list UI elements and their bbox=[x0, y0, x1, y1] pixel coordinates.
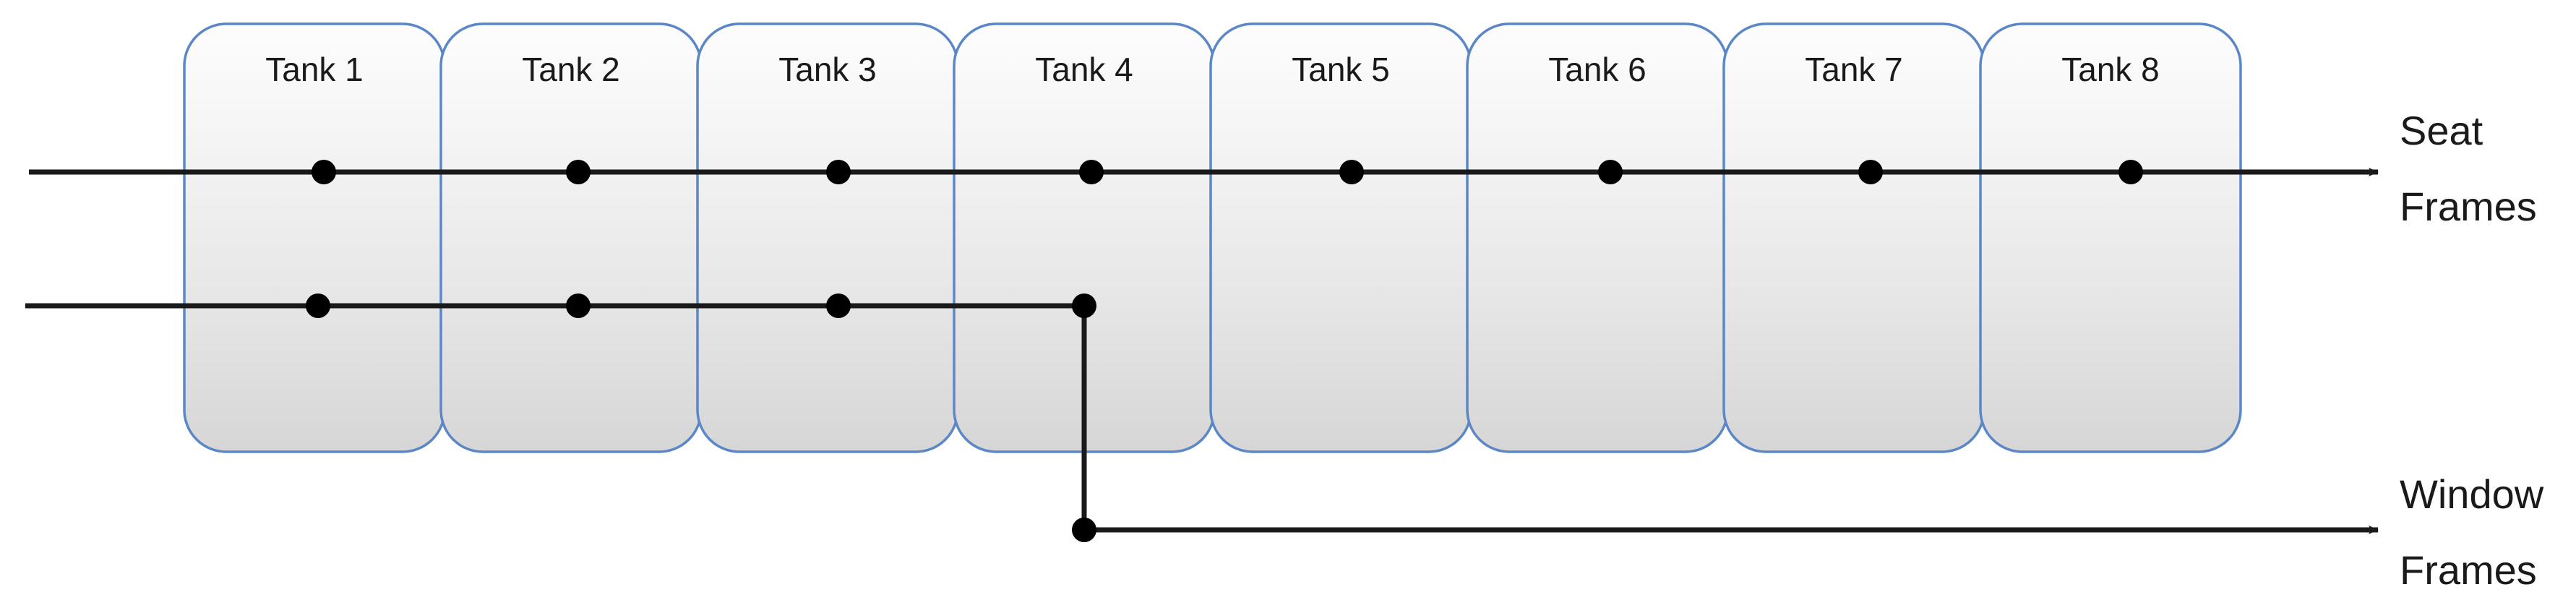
flow-node[interactable] bbox=[1079, 160, 1104, 184]
flow-node[interactable] bbox=[1858, 160, 1883, 184]
tank-5[interactable]: Tank 5 bbox=[1209, 22, 1472, 453]
tank-6[interactable]: Tank 6 bbox=[1466, 22, 1729, 453]
tank-8[interactable]: Tank 8 bbox=[1979, 22, 2242, 453]
tank-label: Tank 8 bbox=[2061, 51, 2160, 88]
flow-node[interactable] bbox=[312, 160, 336, 184]
flow-lines-group bbox=[25, 160, 2379, 542]
tank-7[interactable]: Tank 7 bbox=[1722, 22, 1985, 453]
flow-node[interactable] bbox=[306, 293, 330, 318]
flow-label-line-2: Frames bbox=[2400, 547, 2537, 593]
flow-node[interactable] bbox=[2118, 160, 2143, 184]
flow-seat-frames[interactable] bbox=[29, 160, 2379, 184]
flow-node[interactable] bbox=[566, 160, 591, 184]
tank-2[interactable]: Tank 2 bbox=[439, 22, 703, 453]
tank-label: Tank 6 bbox=[1548, 51, 1647, 88]
flow-node[interactable] bbox=[1339, 160, 1364, 184]
tank-label: Tank 7 bbox=[1805, 51, 1903, 88]
tank-label: Tank 5 bbox=[1292, 51, 1390, 88]
flow-elbow-node[interactable] bbox=[1072, 518, 1096, 542]
tank-3[interactable]: Tank 3 bbox=[696, 22, 959, 453]
tanks-group: Tank 1 Tank 2 Tank 3 Tank 4 Tank 5 Tank 6 Tank… bbox=[183, 22, 2242, 453]
flow-node[interactable] bbox=[566, 293, 591, 318]
tank-label: Tank 2 bbox=[522, 51, 620, 88]
flow-window-frames[interactable] bbox=[25, 293, 2379, 542]
flow-label-line-2: Frames bbox=[2400, 184, 2537, 229]
tank-label: Tank 1 bbox=[265, 51, 364, 88]
flow-node[interactable] bbox=[826, 160, 851, 184]
tank-1[interactable]: Tank 1 bbox=[183, 22, 446, 453]
flow-node[interactable] bbox=[826, 293, 851, 318]
tank-label: Tank 4 bbox=[1035, 51, 1133, 88]
flow-label-line-1: Seat bbox=[2400, 108, 2483, 153]
flow-elbow-node[interactable] bbox=[1072, 293, 1096, 318]
tank-label: Tank 3 bbox=[778, 51, 877, 88]
flow-node[interactable] bbox=[1598, 160, 1623, 184]
flow-label-line-1: Window bbox=[2400, 471, 2544, 517]
tank-body bbox=[1979, 22, 2242, 453]
